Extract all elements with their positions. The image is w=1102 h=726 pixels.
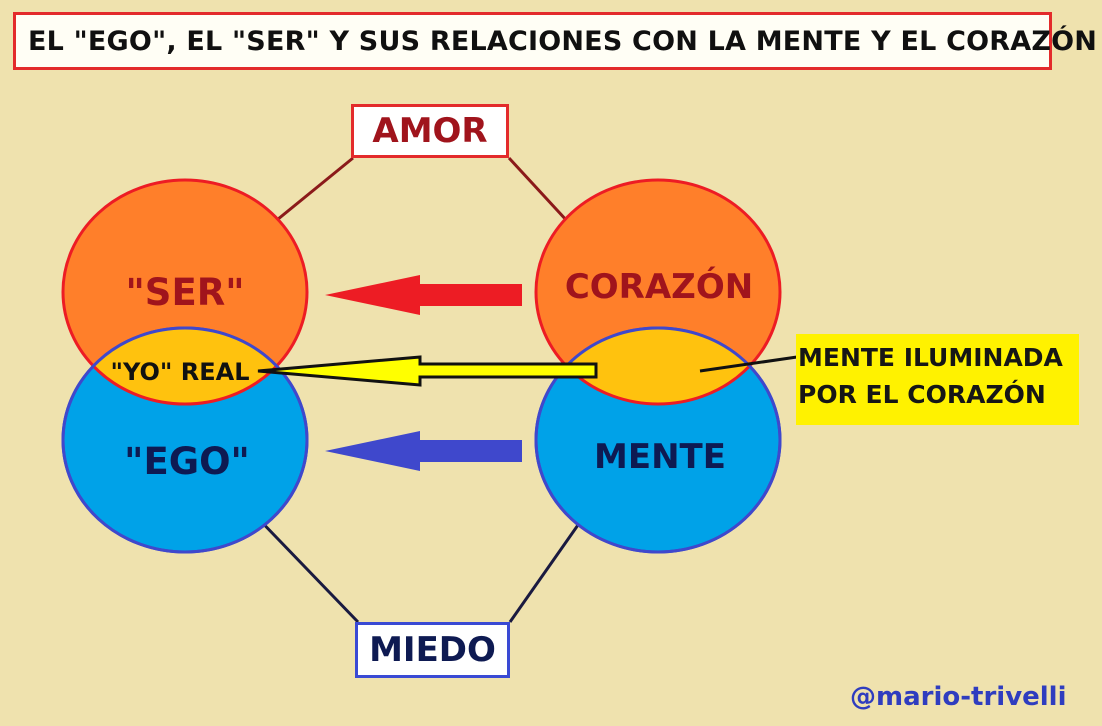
mente-label: MENTE (594, 437, 726, 477)
ego-circle-outline (61, 326, 309, 554)
miedo-box: MIEDO (355, 622, 510, 678)
ser-label: "SER" (126, 271, 245, 314)
corazon-circle-outline (536, 328, 780, 406)
callout-line-2: POR EL CORAZÓN (798, 380, 1046, 409)
mente-iluminada-overlap (536, 328, 780, 404)
author-signature: @mario-trivelli (850, 682, 1067, 712)
ego-to-miedo-line (248, 508, 360, 624)
diagram-title: EL "EGO", EL "SER" Y SUS RELACIONES CON … (13, 12, 1097, 70)
ego-label: "EGO" (124, 440, 250, 483)
red-arrow (325, 275, 522, 315)
mente-iluminada-callout: MENTE ILUMINADA POR EL CORAZÓN (796, 334, 1079, 425)
callout-line-1: MENTE ILUMINADA (798, 343, 1063, 372)
yo-real-label: "YO" REAL (110, 358, 249, 386)
mente-circle-outline (534, 326, 782, 554)
blue-arrow (325, 431, 522, 471)
yellow-arrow (257, 355, 598, 387)
yo-real-overlap (63, 328, 307, 404)
callout-pointer-line (699, 355, 798, 373)
ser-circle-outline (63, 328, 307, 406)
amor-box: AMOR (351, 104, 509, 158)
corazon-label: CORAZÓN (565, 266, 753, 307)
